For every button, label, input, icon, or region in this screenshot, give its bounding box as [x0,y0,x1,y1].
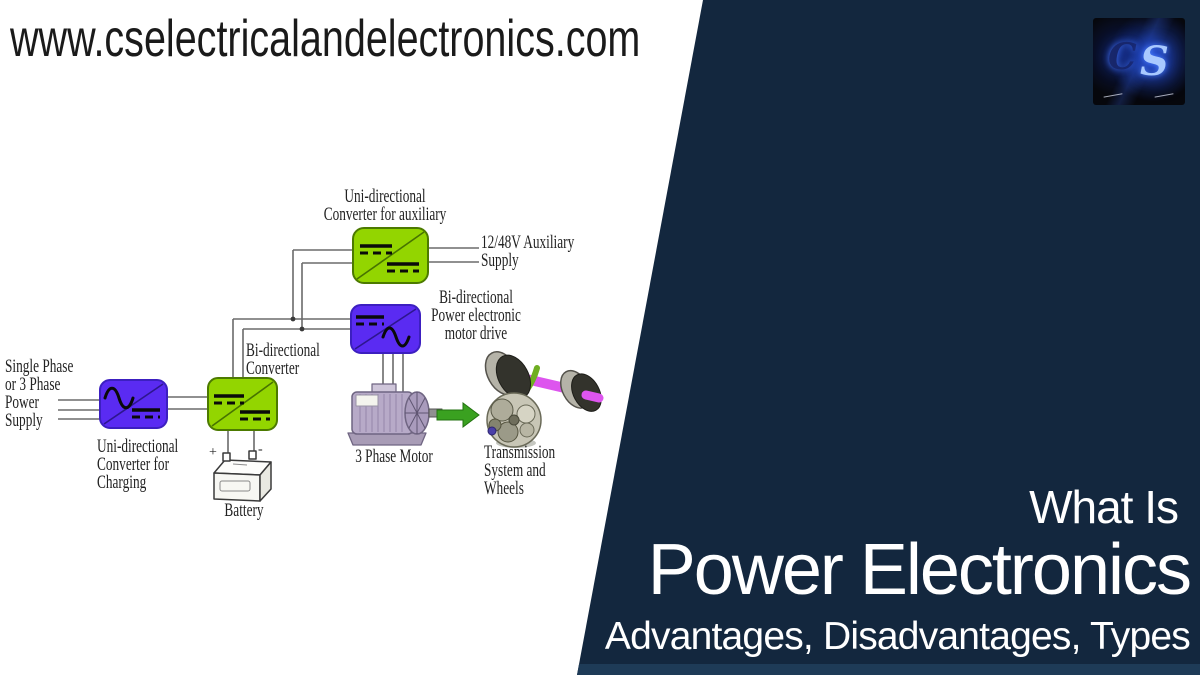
aux-label-line: Converter for auxiliary [323,204,447,225]
dc-symbol [360,244,392,255]
motor-drive-box [350,304,421,354]
logo-letter-c: C [1108,36,1137,78]
logo-letter-s: S [1140,38,1169,85]
logo-signature-right [1153,87,1174,98]
aux-converter-box [352,227,429,284]
battery-plus-sign: + [209,445,217,460]
site-url: www.cselectricalandelectronics.com [10,10,641,68]
bidir-label-line: Converter [246,358,300,379]
battery-label: Battery [209,500,279,521]
dc-symbol [356,315,384,326]
charger-label-line: Converter for [97,454,170,475]
converter-diagonal [356,231,425,280]
converter-diagonal [103,383,164,425]
junction-dot [290,316,296,322]
page-title: Power Electronics [647,530,1192,610]
motor-drawing [347,383,443,446]
ac-symbol [103,386,135,410]
charger-converter-box [99,379,168,429]
battery-terminal [248,450,257,460]
battery-terminal [222,452,231,462]
dc-symbol [240,410,270,421]
wheels-axle-transmission [484,351,604,448]
battery-minus-sign: - [258,442,263,457]
dc-symbol [132,408,160,419]
aux-supply-line: Supply [481,250,519,271]
dc-symbol [387,262,419,273]
panel-eyebrow: What Is [1029,481,1179,533]
dc-symbol [214,394,244,405]
bidirectional-converter-box [207,377,278,431]
aux-supply-label: 12/48V Auxiliary Supply [481,232,575,271]
transmission-label: Transmission System and Wheels [484,442,556,499]
panel-subtitle: Advantages, Disadvantages, Types [604,615,1191,658]
transmission-line: Wheels [484,478,524,499]
motor-nameplate [355,394,379,407]
supply-label-line: Power [5,392,39,413]
motor-drive-line: motor drive [444,323,508,344]
logo-signature-left [1102,87,1123,98]
supply-label-line: Single Phase [5,356,74,377]
supply-label: Single Phase or 3 Phase Power Supply [5,356,74,431]
ac-symbol [381,326,411,348]
axle-stub [581,390,604,403]
motor-drive-line: Bi-directional [439,287,513,308]
supply-label-line: Supply [5,410,43,431]
aux-supply-line: 12/48V Auxiliary [481,232,575,253]
motor-drive-label: Bi-directional Power electronic motor dr… [420,287,532,344]
cs-logo: C S [1093,18,1185,105]
motor-label: 3 Phase Motor [352,446,436,467]
charger-label-line: Charging [97,472,147,493]
transmission-line: Transmission [484,442,556,463]
aux-label-line: Uni-directional [344,186,426,207]
junction-dot [299,326,305,332]
transmission-gears [486,392,542,448]
bidirectional-converter-label: Bi-directional Converter [246,340,320,379]
drive-arrow [436,402,480,428]
bidir-label-line: Bi-directional [246,340,320,361]
aux-converter-label: Uni-directional Converter for auxiliary [315,186,455,225]
charger-label-line: Uni-directional [97,436,179,457]
battery-drawing [213,450,272,502]
transmission-line: System and [484,460,546,481]
panel-bottom-strip [577,664,1200,675]
supply-label-line: or 3 Phase [5,374,61,395]
right-wheel [560,369,602,412]
charger-label: Uni-directional Converter for Charging [97,436,179,493]
motor-fins [405,392,429,434]
motor-drive-line: Power electronic [431,305,521,326]
motor-label-text: 3 Phase Motor [355,446,433,467]
left-wheel [484,351,531,399]
battery-label-text: Battery [224,500,264,521]
